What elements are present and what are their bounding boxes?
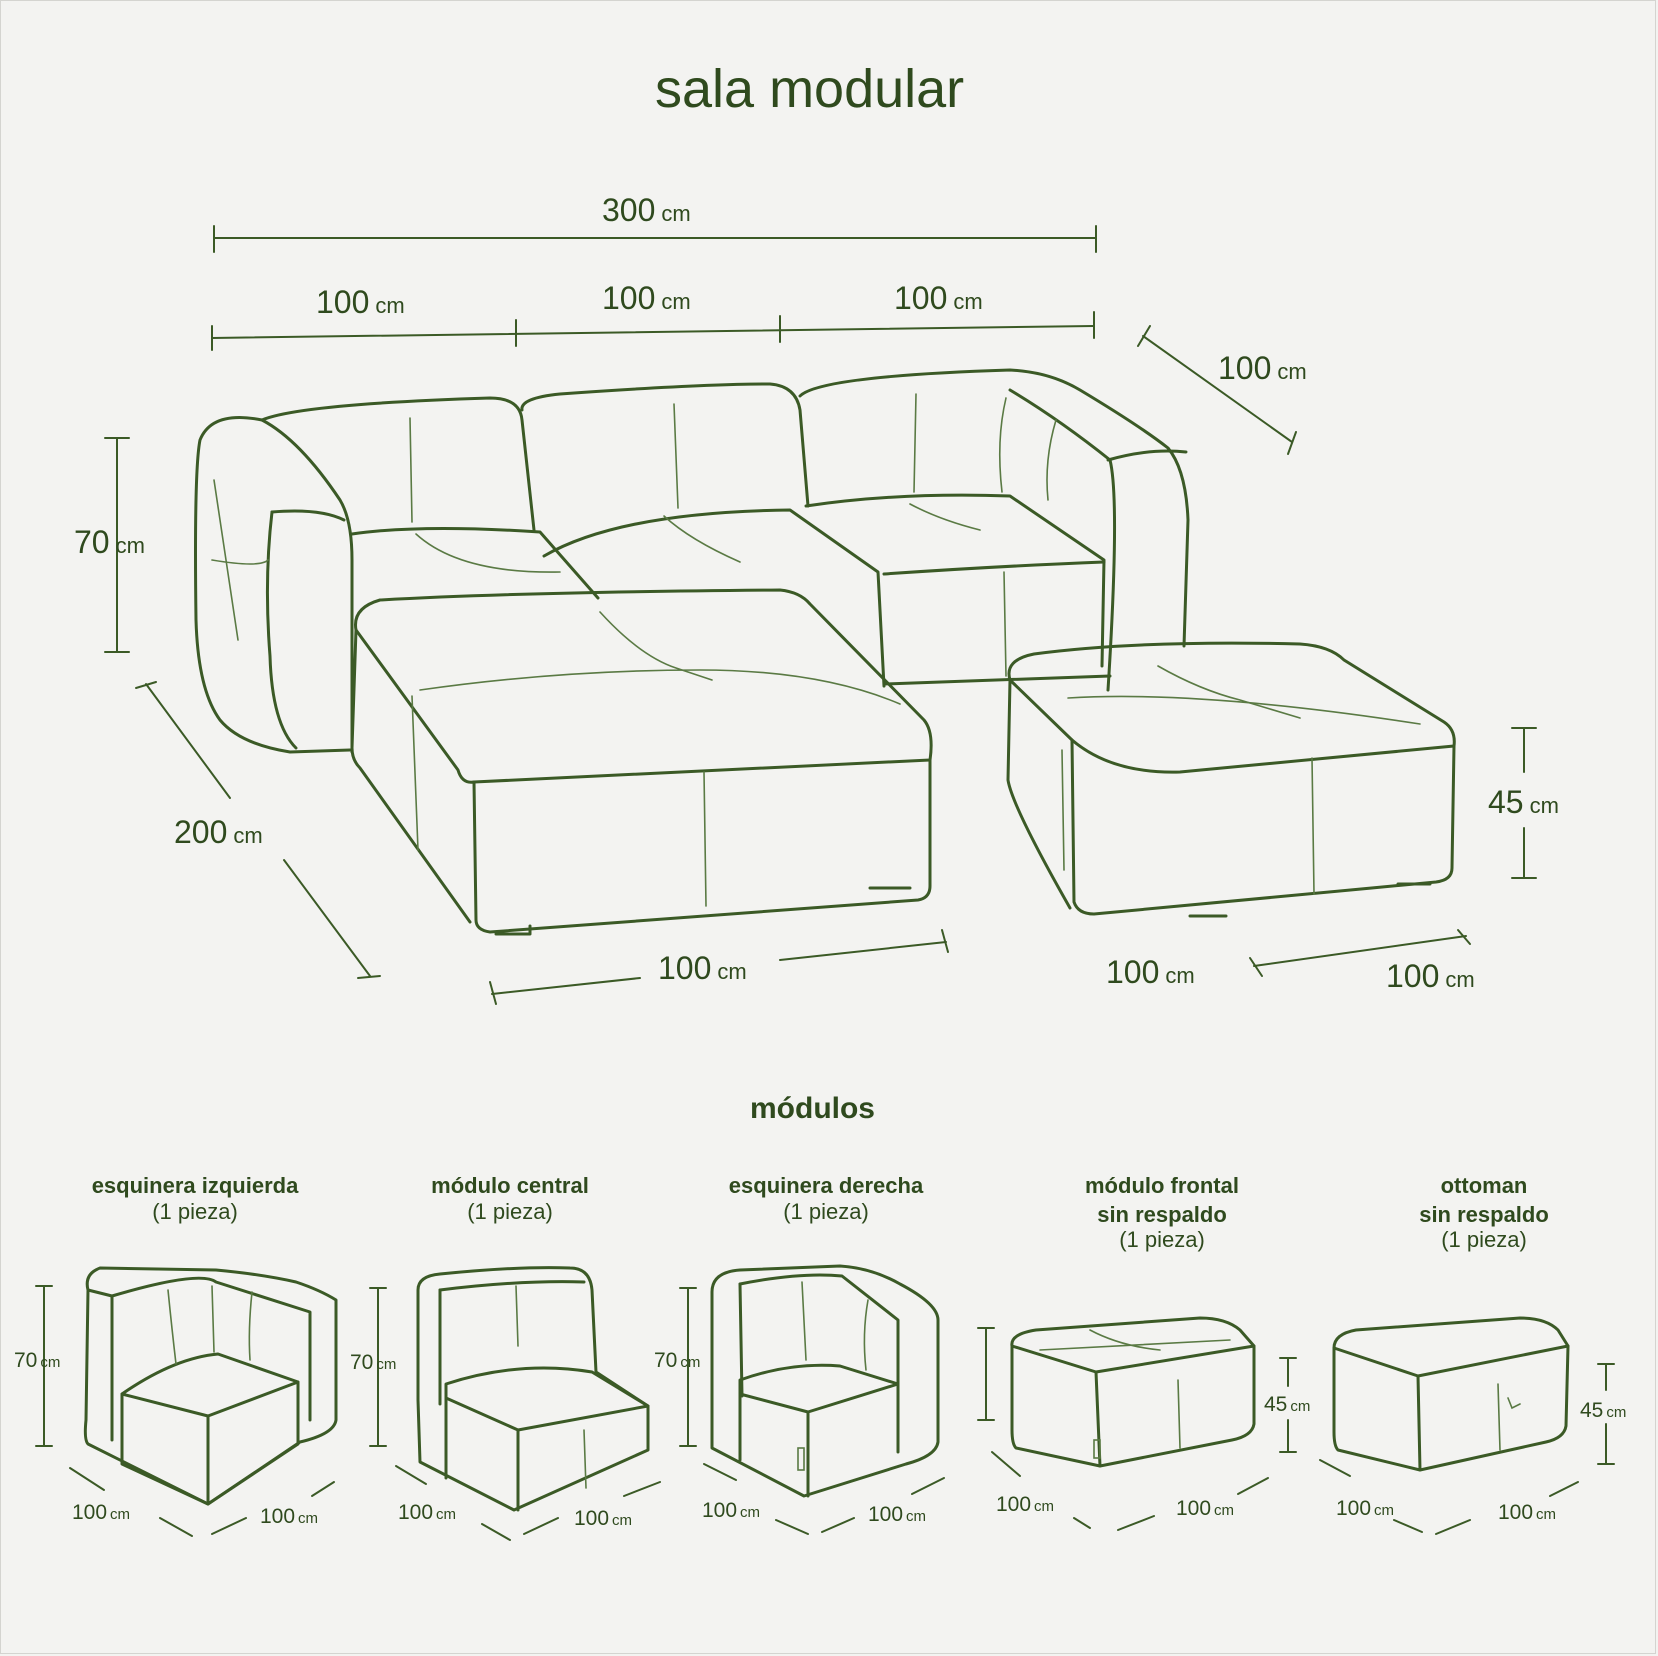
module-name: esquinera izquierda (91, 1173, 299, 1198)
dimension-lines-main (104, 225, 1537, 1005)
module-pieces: (1 pieza) (467, 1198, 553, 1224)
module-pieces: (1 pieza) (1441, 1227, 1527, 1253)
module-name: esquinera derecha (728, 1173, 924, 1198)
module-name: ottoman (1440, 1173, 1528, 1198)
module-caption-ottoman: ottoman sin respaldo (1 pieza) (1374, 1172, 1594, 1251)
module-name-line2: sin respaldo (1097, 1201, 1227, 1227)
module-caption-left-corner: esquinera izquierda (1 pieza) (70, 1172, 320, 1223)
module-center-drawing (369, 1266, 661, 1541)
module-pieces: (1 pieza) (152, 1198, 238, 1224)
module-caption-center: módulo central (1 pieza) (395, 1172, 625, 1223)
module-name: módulo frontal (1085, 1173, 1239, 1198)
module-caption-front: módulo frontal sin respaldo (1 pieza) (1052, 1172, 1272, 1251)
module-pieces: (1 pieza) (1119, 1227, 1205, 1253)
module-caption-right-corner: esquinera derecha (1 pieza) (706, 1172, 946, 1223)
module-left-corner-drawing (35, 1266, 338, 1537)
module-front-drawing (977, 1316, 1297, 1531)
page-title: sala modular (655, 59, 965, 119)
module-ottoman-drawing (1319, 1316, 1615, 1535)
modules-title: módulos (750, 1092, 875, 1125)
main-sofa (194, 368, 1456, 936)
module-right-corner-drawing (679, 1264, 945, 1535)
module-name-line2: sin respaldo (1419, 1201, 1549, 1227)
module-name: módulo central (431, 1173, 589, 1198)
module-pieces: (1 pieza) (783, 1198, 869, 1224)
